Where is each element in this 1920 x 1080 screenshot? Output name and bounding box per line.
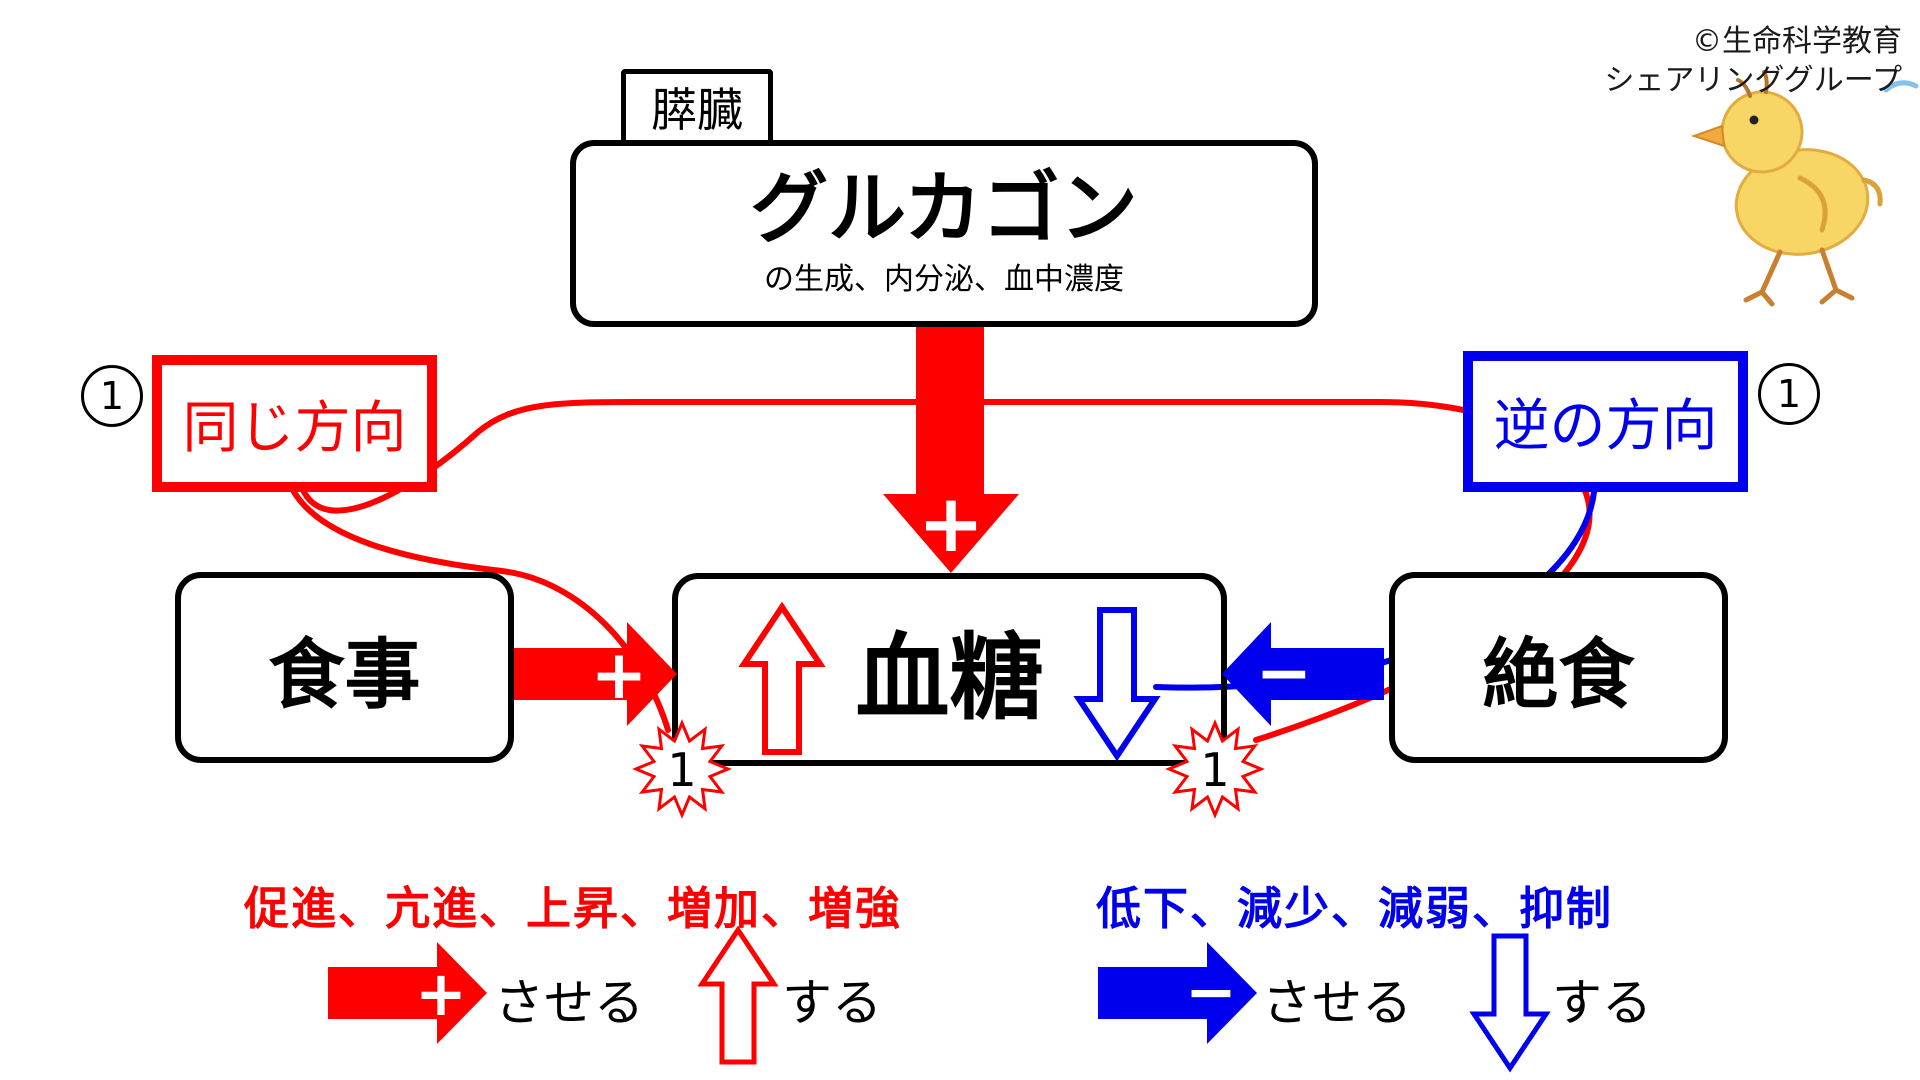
legend-decrease-arrow bbox=[1098, 942, 1257, 1044]
chick-legs bbox=[1743, 247, 1855, 307]
pancreas-label: 膵臓 bbox=[651, 83, 743, 137]
legend-decrease-suru: する bbox=[1552, 974, 1652, 1032]
meal-box: 食事 bbox=[175, 572, 514, 763]
legend-minus-sign: − bbox=[1185, 955, 1237, 1028]
glucagon-subtitle: の生成、内分泌、血中濃度 bbox=[764, 262, 1124, 298]
opposite-direction-box: 逆の方向 bbox=[1463, 351, 1748, 492]
same-direction-box: 同じ方向 bbox=[152, 355, 437, 492]
circled-number-right-value: 1 bbox=[1776, 372, 1802, 416]
glucagon-title: グルカゴン bbox=[750, 163, 1138, 254]
chick-body bbox=[1734, 148, 1870, 256]
legend-decrease-down-arrow bbox=[1469, 933, 1551, 1073]
same-direction-label: 同じ方向 bbox=[182, 396, 407, 461]
fasting-label: 絶食 bbox=[1482, 629, 1635, 719]
chick-head bbox=[1720, 90, 1804, 174]
circled-number-right: 1 bbox=[1758, 363, 1820, 425]
fasting-minus-sign: − bbox=[1256, 634, 1313, 713]
legend-increase-terms: 促進、亢進、上昇、増加、増強 bbox=[244, 882, 903, 935]
glucagon-box: グルカゴン の生成、内分泌、血中濃度 bbox=[570, 140, 1318, 327]
pancreas-box: 膵臓 bbox=[621, 69, 773, 145]
legend-decrease-terms: 低下、減少、減弱、抑制 bbox=[1096, 882, 1614, 935]
credit-text: ©生命科学教育 シェアリンググループ bbox=[1604, 22, 1902, 100]
fasting-left-arrow bbox=[1222, 622, 1384, 726]
legend-increase-suru: する bbox=[782, 974, 882, 1032]
meal-label: 食事 bbox=[268, 629, 421, 719]
glucagon-down-arrow bbox=[883, 327, 1019, 573]
chick-wing bbox=[1797, 175, 1828, 233]
credit-line2: シェアリンググループ bbox=[1604, 63, 1902, 98]
blood-sugar-box: 血糖 bbox=[672, 573, 1227, 766]
chick-tail bbox=[1861, 177, 1883, 207]
opposite-direction-label: 逆の方向 bbox=[1493, 394, 1718, 459]
blood-sugar-label: 血糖 bbox=[855, 623, 1044, 733]
chick-eye bbox=[1749, 115, 1759, 125]
legend-increase-arrow bbox=[328, 942, 487, 1044]
legend-decrease-saseru: させる bbox=[1262, 974, 1412, 1032]
meal-plus-sign: + bbox=[591, 636, 648, 715]
glucagon-plus-sign: + bbox=[917, 477, 984, 570]
fasting-box: 絶食 bbox=[1389, 572, 1728, 763]
meal-right-arrow bbox=[514, 622, 677, 726]
chick-beak bbox=[1690, 124, 1726, 148]
circled-number-left: 1 bbox=[81, 365, 143, 427]
credit-line1: ©生命科学教育 bbox=[1692, 24, 1902, 59]
circled-number-left-value: 1 bbox=[99, 374, 125, 418]
legend-increase-saseru: させる bbox=[494, 974, 644, 1032]
legend-plus-sign: + bbox=[415, 957, 467, 1030]
legend-increase-up-arrow bbox=[697, 925, 779, 1065]
